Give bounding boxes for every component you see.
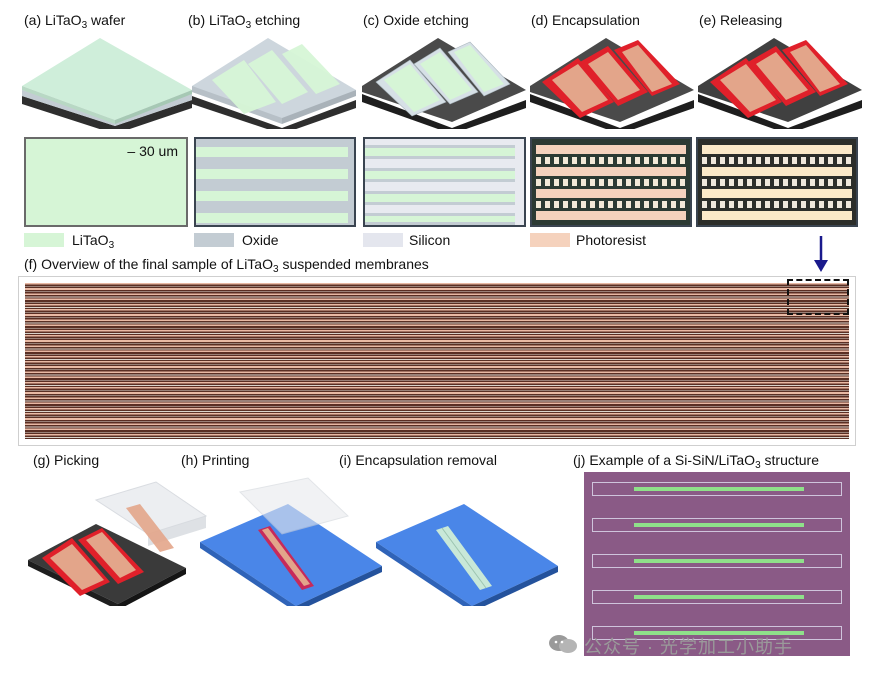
encapsulation-removal-illustration	[374, 476, 564, 606]
arrow-down-icon	[812, 236, 830, 274]
legend-swatch-photoresist	[530, 233, 570, 247]
micrograph-litao-wafer: – 30 um	[24, 137, 188, 227]
watermark-text: 公众号 · 光学加工小助手	[584, 637, 793, 657]
si-sin-litao-structure-image	[584, 472, 850, 656]
panel-c-label: (c) Oxide etching	[363, 12, 469, 28]
legend-swatch-litao	[24, 233, 64, 247]
panel-f-label: (f) Overview of the final sample of LiTa…	[24, 256, 429, 275]
wafer-illustration	[20, 34, 195, 129]
panel-g-label: (g) Picking	[33, 452, 100, 468]
panel-h-label: (h) Printing	[181, 452, 250, 468]
releasing-illustration	[696, 34, 866, 129]
scale-bar-label: – 30 um	[127, 143, 178, 159]
legend-label-litao: LiTaO3	[72, 232, 115, 251]
micrograph-oxide-etching	[363, 137, 526, 227]
printing-illustration	[198, 476, 388, 606]
panel-j-label: (j) Example of a Si-SiN/LiTaO3 structure	[573, 452, 819, 471]
legend-label-oxide: Oxide	[242, 232, 279, 248]
watermark-logo-icon	[548, 633, 578, 655]
panel-d-label: (d) Encapsulation	[531, 12, 640, 28]
litao-etching-illustration	[190, 34, 360, 129]
legend-swatch-oxide	[194, 233, 234, 247]
encapsulation-illustration	[528, 34, 698, 129]
legend-swatch-silicon	[363, 233, 403, 247]
micrograph-releasing	[696, 137, 858, 227]
panel-b-label: (b) LiTaO3 etching	[188, 12, 301, 31]
sample-overview-image	[18, 276, 856, 446]
micrograph-litao-etching	[194, 137, 356, 227]
panel-e-label: (e) Releasing	[699, 12, 783, 28]
panel-a-label: (a) LiTaO3 wafer	[24, 12, 126, 31]
zoom-region-marker	[787, 279, 849, 315]
picking-illustration	[26, 476, 216, 606]
panel-i-label: (i) Encapsulation removal	[339, 452, 497, 468]
legend-label-photoresist: Photoresist	[576, 232, 647, 248]
oxide-etching-illustration	[360, 34, 530, 129]
legend-label-silicon: Silicon	[409, 232, 451, 248]
micrograph-encapsulation	[530, 137, 692, 227]
